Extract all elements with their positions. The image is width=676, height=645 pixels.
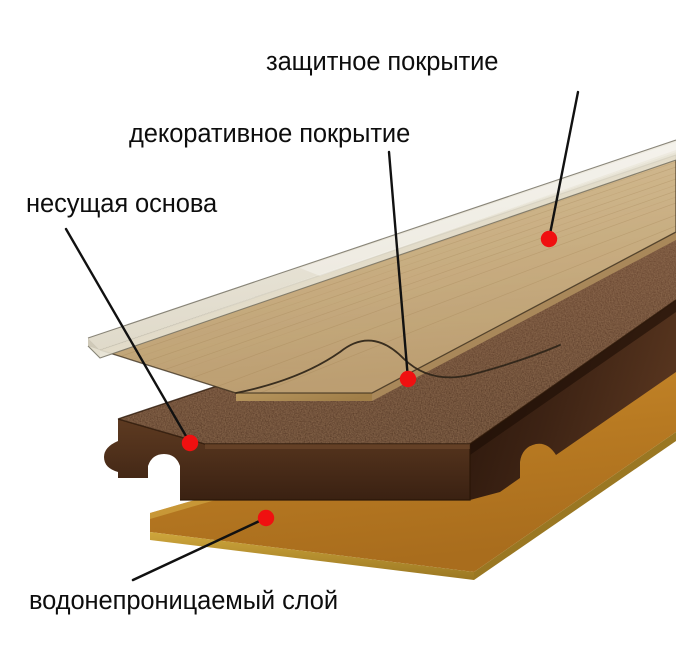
leader-core (64, 227, 192, 445)
marker-dot-waterproof (257, 509, 275, 527)
marker-dots (181, 230, 558, 527)
marker-dot-protective (540, 230, 558, 248)
layer-overlay-film (87, 139, 676, 359)
label-protective-coating: защитное покрытие (266, 48, 499, 76)
label-decorative-coating: декоративное покрытие (129, 120, 411, 148)
leader-lines (64, 90, 580, 582)
leader-decorative (387, 150, 410, 381)
marker-dot-core (181, 434, 199, 452)
leader-protective (547, 90, 580, 241)
label-load-bearing-core: несущая основа (26, 190, 218, 218)
leader-waterproof (131, 516, 268, 582)
marker-dot-decorative (399, 370, 417, 388)
label-waterproof-layer: водонепроницаемый слой (29, 587, 339, 615)
